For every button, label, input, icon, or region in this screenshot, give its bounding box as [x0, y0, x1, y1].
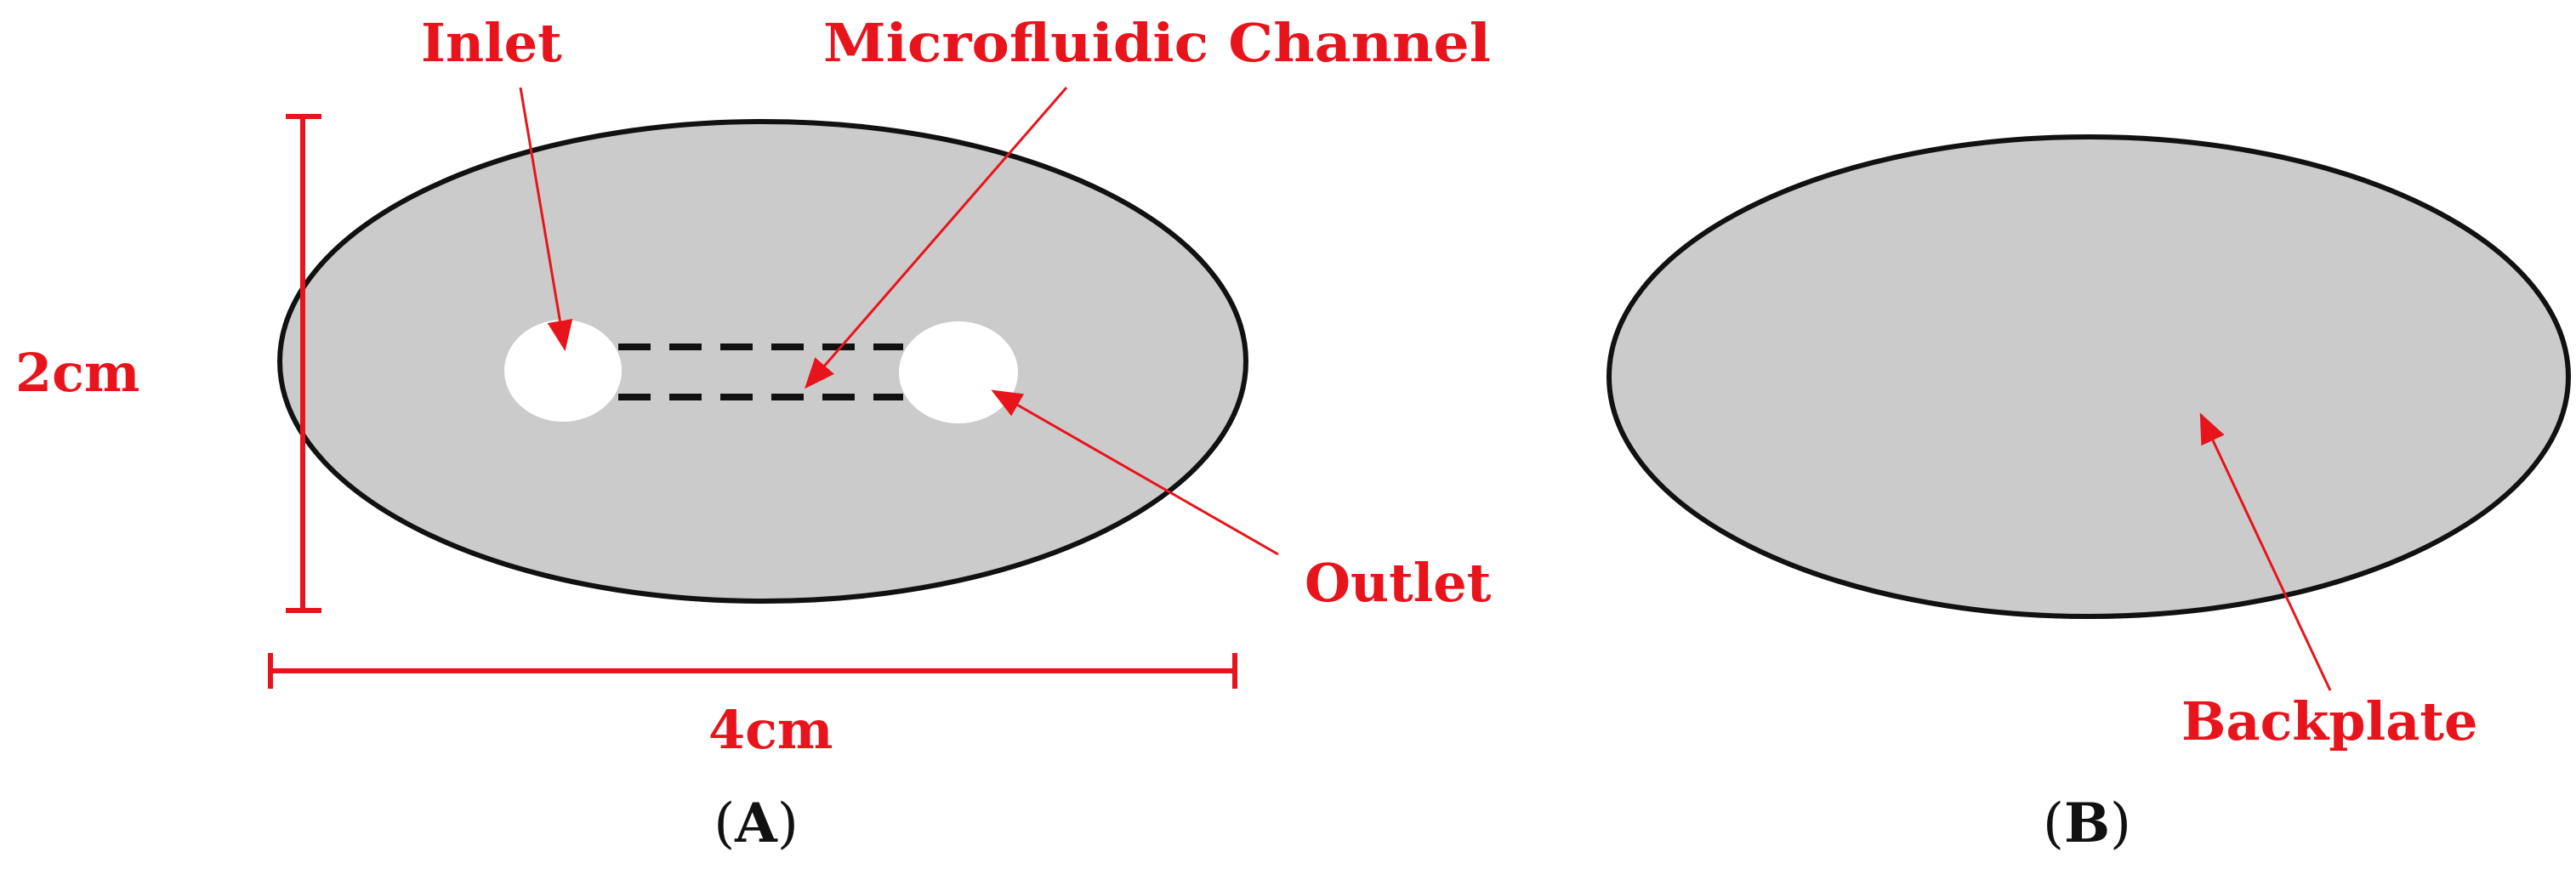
device-top-plate	[277, 119, 1248, 604]
panel-a-caption: (A)	[714, 792, 799, 855]
height-dimension	[286, 114, 321, 613]
inlet-label: Inlet	[421, 12, 562, 74]
inlet-port	[504, 320, 622, 422]
backplate	[1606, 134, 2571, 619]
panel-b-caption: (B)	[2043, 792, 2131, 855]
outlet-label: Outlet	[1305, 552, 1492, 614]
inlet-arrow	[519, 87, 573, 351]
width-dimension	[268, 653, 1237, 689]
outlet-arrow	[991, 389, 1279, 556]
width-dimension-label: 4cm	[708, 699, 833, 761]
panel-a: Inlet Microfluidic Channel Outlet 2cm 4c…	[15, 12, 1492, 855]
panel-b: Backplate (B)	[1606, 134, 2571, 855]
backplate-label: Backplate	[2181, 690, 2477, 752]
height-dimension-label: 2cm	[15, 342, 140, 404]
backplate-arrow	[2199, 412, 2332, 691]
outlet-port	[899, 321, 1018, 423]
channel-arrow	[805, 87, 1068, 389]
channel-label: Microfluidic Channel	[823, 12, 1491, 74]
